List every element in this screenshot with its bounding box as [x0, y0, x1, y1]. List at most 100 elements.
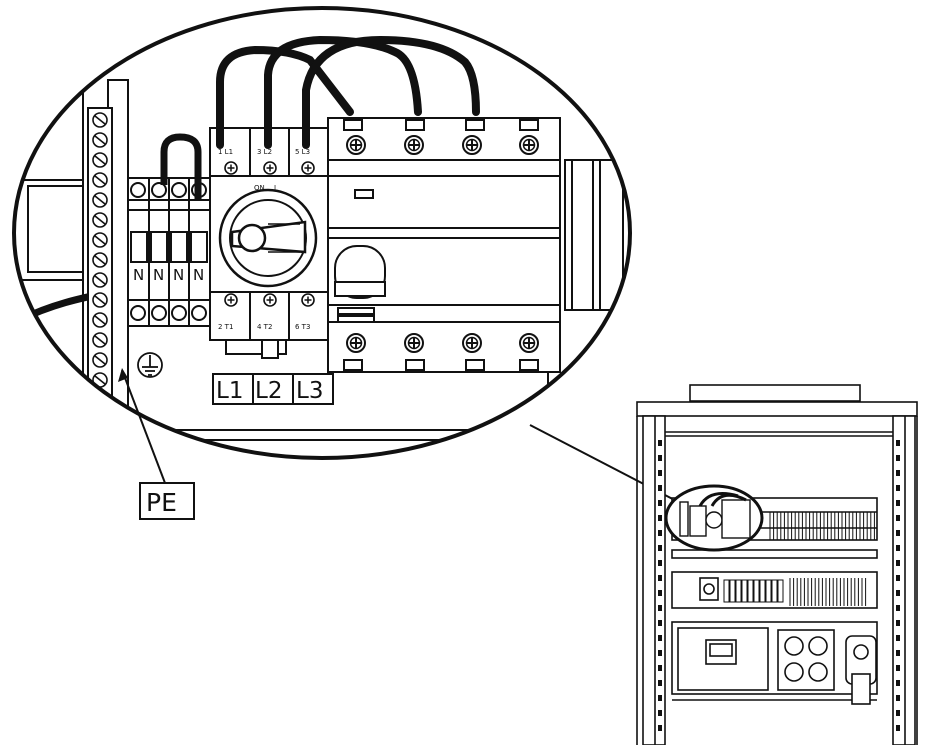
- pe-busbar-screw: [92, 172, 108, 188]
- rack-hole: [896, 500, 900, 506]
- rack-hole: [658, 485, 662, 491]
- rack-hole: [658, 605, 662, 611]
- phase-cables: [216, 35, 480, 149]
- rack-hole: [658, 515, 662, 521]
- rack-hole: [896, 455, 900, 461]
- rack-hole: [658, 680, 662, 686]
- breaker-module: [759, 579, 766, 603]
- pe-busbar-screw: [92, 132, 108, 148]
- rack-hole: [896, 725, 900, 731]
- rack-hole: [896, 560, 900, 566]
- breaker-module: [765, 579, 772, 603]
- pe-busbar-screw: [92, 212, 108, 228]
- pe-busbar-screw: [92, 332, 108, 348]
- rack-hole: [658, 530, 662, 536]
- rack-hole: [658, 545, 662, 551]
- rcd-screw: [462, 135, 482, 155]
- breaker-module: [777, 579, 784, 603]
- n-label-2: N: [153, 266, 164, 284]
- breaker-module: [723, 579, 730, 603]
- rotary-switch-handle-icon: [218, 188, 318, 288]
- rack-hole: [896, 485, 900, 491]
- rack-hole: [896, 590, 900, 596]
- terminal-top-label-2: 3 L2: [257, 148, 272, 156]
- pe-busbar-screw: [92, 112, 108, 128]
- magnifier-outline: [12, 6, 632, 460]
- rcd-screw: [519, 135, 539, 155]
- on-mark: I: [274, 184, 276, 192]
- terminal-bottom-label-3: 6 T3: [295, 323, 310, 331]
- pe-busbar-screw: [92, 312, 108, 328]
- rack-hole: [658, 695, 662, 701]
- rcd-screw: [404, 135, 424, 155]
- rcd-screw: [346, 333, 366, 353]
- neutral-jumper: [160, 133, 202, 200]
- breaker-module: [735, 579, 742, 603]
- terminal-top-label-3: 5 L3: [295, 148, 310, 156]
- rack-hole: [896, 635, 900, 641]
- pe-callout: PE: [118, 368, 195, 520]
- rack-hole: [658, 635, 662, 641]
- terminal-screw: [224, 161, 238, 175]
- phase-label-l1: L1: [216, 378, 243, 404]
- rcd-device: [327, 117, 561, 373]
- rcd-screw: [519, 333, 539, 353]
- rack-hole: [658, 620, 662, 626]
- on-label: ON: [254, 184, 265, 192]
- pe-busbar-screw: [92, 232, 108, 248]
- rack-hole: [896, 515, 900, 521]
- pe-busbar: [87, 79, 129, 411]
- phase-label-l3: L3: [296, 378, 323, 404]
- rack-hole: [896, 620, 900, 626]
- n-label-3: N: [173, 266, 184, 284]
- rack-hole: [658, 725, 662, 731]
- n-label-4: N: [193, 266, 204, 284]
- rack-hole: [896, 605, 900, 611]
- rack-hole: [896, 575, 900, 581]
- rack-hole: [896, 680, 900, 686]
- phase-label-l2: L2: [255, 378, 282, 404]
- terminal-screw: [263, 293, 277, 307]
- pe-busbar-screw: [92, 152, 108, 168]
- rcd-screw: [404, 333, 424, 353]
- pe-busbar-screw: [92, 292, 108, 308]
- neutral-labels: N N N N: [133, 266, 204, 284]
- rack-hole: [658, 560, 662, 566]
- rack-hole: [658, 470, 662, 476]
- rack-hole: [896, 710, 900, 716]
- rack-hole: [896, 665, 900, 671]
- breaker-module: [741, 579, 748, 603]
- pe-busbar-screw: [92, 252, 108, 268]
- rack-hole: [658, 590, 662, 596]
- rack-hole: [658, 710, 662, 716]
- rail-end-stop: [564, 159, 624, 311]
- rack-hole: [658, 440, 662, 446]
- cabinet-overview: [636, 384, 918, 745]
- rack-hole: [658, 455, 662, 461]
- rcd-screw: [462, 333, 482, 353]
- rack-hole: [896, 650, 900, 656]
- phase-label-group: [212, 373, 334, 405]
- rack-hole: [658, 575, 662, 581]
- rack-hole: [658, 665, 662, 671]
- terminal-screw: [224, 293, 238, 307]
- zoom-leader-line: [529, 424, 691, 509]
- pe-label: PE: [146, 488, 177, 517]
- pe-busbar-screw: [92, 272, 108, 288]
- pe-busbar-screw: [92, 372, 108, 388]
- terminal-top-label-1: 1 L1: [218, 148, 233, 156]
- rack-hole: [896, 530, 900, 536]
- n-label-1: N: [133, 266, 144, 284]
- rack-hole: [896, 440, 900, 446]
- breaker-module: [747, 579, 754, 603]
- magnified-view: N N N N: [12, 6, 632, 460]
- rack-hole: [658, 500, 662, 506]
- rcd-screw: [346, 135, 366, 155]
- rack-hole: [896, 545, 900, 551]
- rack-hole: [896, 695, 900, 701]
- terminal-bottom-label-2: 4 T2: [257, 323, 272, 331]
- rack-hole: [896, 470, 900, 476]
- zoom-target-circle: [664, 484, 764, 552]
